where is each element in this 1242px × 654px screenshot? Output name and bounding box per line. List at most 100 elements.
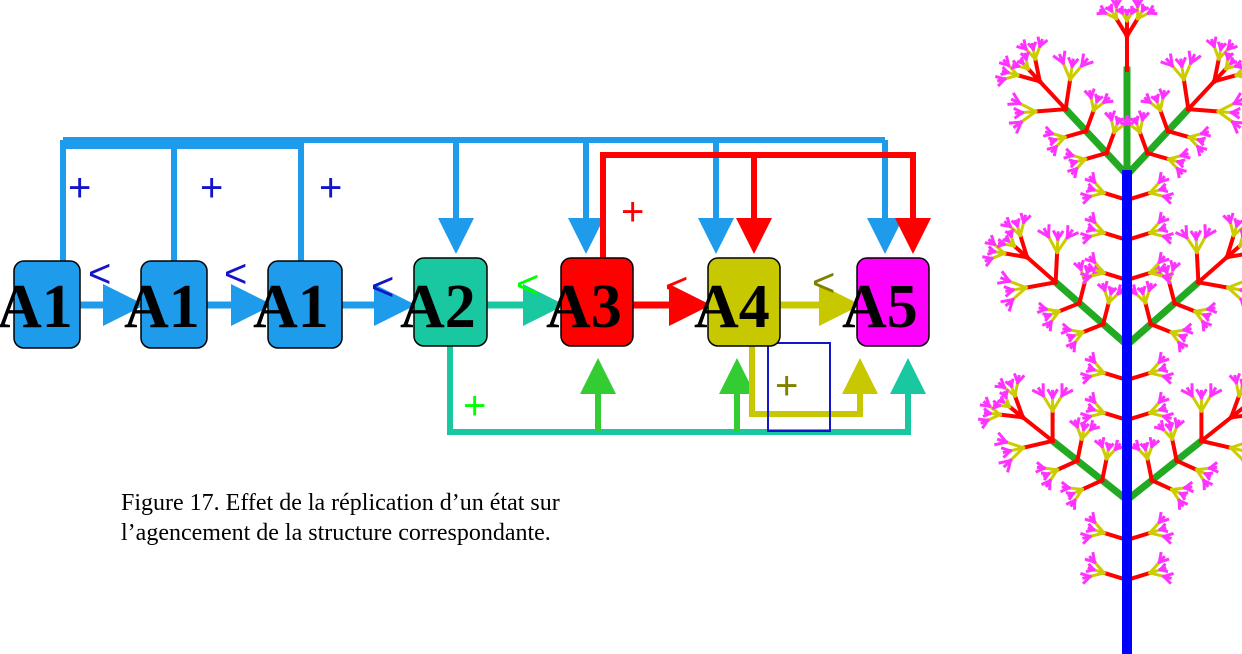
tree-twig xyxy=(1065,152,1075,158)
tree-twig xyxy=(1122,118,1132,127)
tree-branch xyxy=(1122,277,1204,350)
plus-sign: + xyxy=(200,166,223,210)
tree-twig xyxy=(1219,42,1224,51)
tree-twig xyxy=(1169,436,1179,463)
node-a1-2: A1 xyxy=(124,260,208,349)
tree-twig xyxy=(1091,227,1106,235)
tree-twig xyxy=(1177,498,1185,508)
tree-twig xyxy=(1061,485,1071,490)
tree-twig xyxy=(1185,78,1218,112)
tree-twig xyxy=(1158,406,1167,412)
tree-twig xyxy=(1199,130,1210,136)
tree-twig xyxy=(1226,214,1233,225)
tree-twig xyxy=(1225,42,1235,52)
tree-twig xyxy=(1226,52,1231,61)
tree-twig xyxy=(1202,313,1211,319)
tree-twig xyxy=(1228,445,1242,462)
tree-twig xyxy=(1002,58,1011,68)
tree-twig xyxy=(1143,96,1153,105)
tree-twig xyxy=(1129,287,1138,296)
tree-twig xyxy=(1170,63,1186,82)
tree-twig xyxy=(1179,152,1189,158)
tree-twig xyxy=(1056,300,1083,314)
plus-sign: + xyxy=(319,166,342,210)
tree-twig xyxy=(1050,393,1065,414)
node-a1-3: A1 xyxy=(253,260,343,349)
tree-twig xyxy=(1103,129,1117,156)
tree-twig xyxy=(1061,60,1073,82)
tree-twig xyxy=(1157,395,1166,405)
tree-twig xyxy=(1162,274,1172,280)
node-a1-1: A1 xyxy=(0,260,81,349)
tree-twig xyxy=(1017,101,1038,114)
tree-twig xyxy=(1073,419,1080,429)
tree-twig xyxy=(1186,106,1221,114)
tree-twig xyxy=(1171,261,1177,272)
tree-twig xyxy=(1008,445,1026,453)
node-a4: A4 xyxy=(694,257,781,347)
tree-twig xyxy=(983,411,992,416)
tree-twig xyxy=(1216,101,1237,114)
tree-twig xyxy=(1044,478,1053,488)
tree-twig xyxy=(1178,333,1187,340)
tree-twig xyxy=(1062,327,1072,332)
tree-twig xyxy=(1150,438,1156,449)
tree-twig xyxy=(1091,187,1106,195)
tree-twig xyxy=(1158,526,1167,532)
tree-twig xyxy=(1196,279,1231,290)
tree-twig xyxy=(1195,254,1230,286)
tree-twig xyxy=(1194,250,1201,285)
tree-twig xyxy=(997,241,1006,246)
tree-twig xyxy=(1229,58,1236,66)
tree-twig xyxy=(1148,321,1174,335)
tree-twig xyxy=(1176,159,1185,165)
tree-twig xyxy=(1148,187,1163,195)
tree-twig xyxy=(1033,106,1068,114)
tree-twig xyxy=(1087,366,1096,372)
tree-twig xyxy=(1023,52,1028,61)
tree-twig xyxy=(1058,53,1066,65)
tree-twig xyxy=(1208,386,1218,398)
tree-twig xyxy=(1228,406,1242,421)
tree-twig xyxy=(980,418,990,425)
bottom-feedback-bus xyxy=(447,346,926,435)
tree-twig xyxy=(1044,130,1055,136)
tree-twig xyxy=(1012,120,1024,129)
tree-twig xyxy=(1147,282,1153,293)
tree-twig xyxy=(1100,300,1112,327)
tree-twig xyxy=(1067,333,1076,340)
tree-twig xyxy=(1216,109,1235,125)
fractal-tree-illustration xyxy=(977,0,1242,654)
tree-twig xyxy=(1081,423,1087,432)
tree-twig xyxy=(1184,235,1199,255)
tree-twig xyxy=(1062,128,1089,140)
tree-twig xyxy=(1200,319,1209,329)
tree-twig xyxy=(1091,567,1106,575)
node-label: A5 xyxy=(842,273,918,341)
tree-twig xyxy=(1049,138,1058,143)
tree-twig xyxy=(1083,107,1097,134)
tree-twig xyxy=(1132,442,1141,452)
tree-twig xyxy=(1237,241,1242,249)
tree-twig xyxy=(1230,120,1242,129)
tree-twig xyxy=(1149,477,1175,493)
tree-twig xyxy=(1194,234,1208,255)
tree-twig xyxy=(1171,300,1198,314)
tree-twig xyxy=(1001,69,1010,75)
tree-twig xyxy=(1059,386,1069,398)
tree-twig xyxy=(1157,422,1166,432)
tree-twig xyxy=(1088,355,1097,365)
tree-twig xyxy=(1080,321,1106,335)
tree-twig xyxy=(1088,89,1093,100)
tree-twig xyxy=(1088,422,1097,432)
tree-twig xyxy=(1007,279,1029,290)
tree-twig xyxy=(1225,285,1242,302)
tree-twig xyxy=(1036,465,1046,470)
tree-twig xyxy=(1101,96,1111,105)
tree-twig xyxy=(1005,288,1015,293)
tree-twig xyxy=(1148,267,1163,275)
tree-twig xyxy=(1019,109,1038,125)
tree-twig xyxy=(1144,150,1172,162)
tree-twig xyxy=(997,381,1007,390)
